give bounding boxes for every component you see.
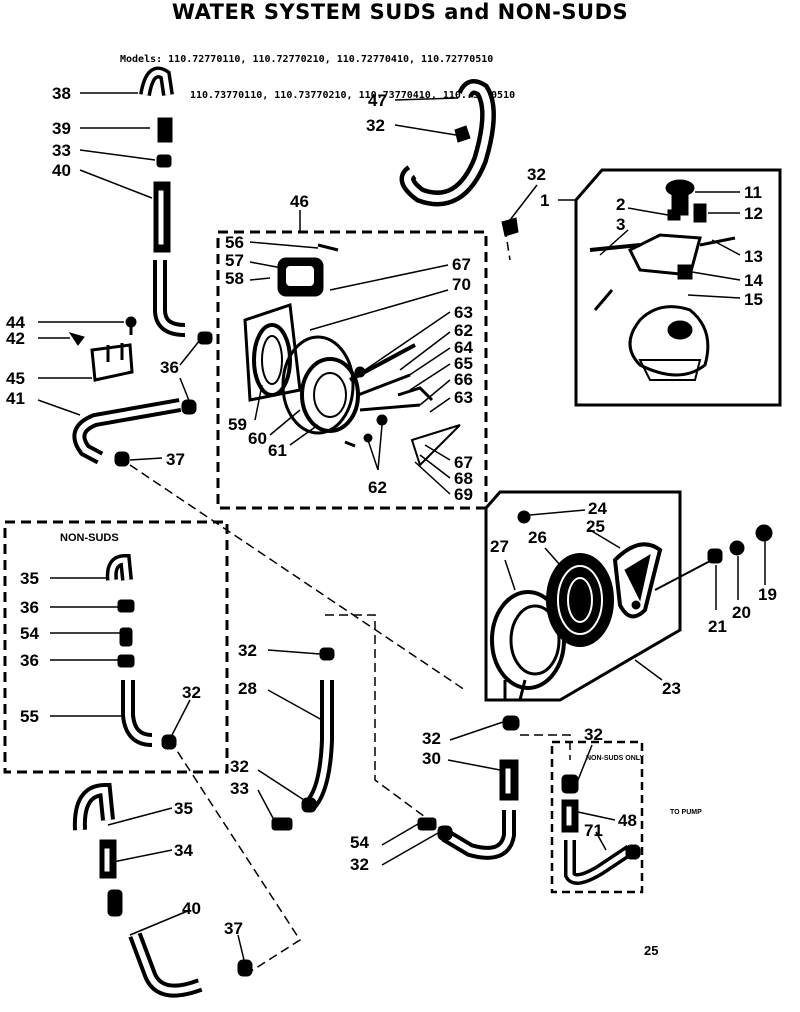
callout-48: 48 xyxy=(618,811,637,830)
callout-40: 40 xyxy=(182,899,201,918)
callout-21: 21 xyxy=(708,617,727,636)
callout-32: 32 xyxy=(230,757,249,776)
callout-27: 27 xyxy=(490,537,509,556)
callout-47: 47 xyxy=(368,91,387,110)
callout-54: 54 xyxy=(20,624,39,643)
page-number: 25 xyxy=(644,943,658,958)
callout-61: 61 xyxy=(268,441,287,460)
callout-46: 46 xyxy=(290,192,309,211)
callout-37: 37 xyxy=(166,450,185,469)
callout-38: 38 xyxy=(52,84,71,103)
callout-35: 35 xyxy=(20,569,39,588)
callout-1: 1 xyxy=(540,191,549,210)
non-suds-parts xyxy=(105,553,177,750)
box-non-suds xyxy=(3,520,229,774)
box-non-suds-only xyxy=(550,740,644,894)
callout-33: 33 xyxy=(52,141,71,160)
to-pump-label: TO PUMP xyxy=(670,809,702,816)
callout-numbers: 38 39 33 40 44 42 45 41 36 37 47 32 32 4… xyxy=(6,84,777,938)
hose-48 xyxy=(561,774,641,885)
callout-44: 44 xyxy=(6,313,25,332)
callout-33: 33 xyxy=(230,779,249,798)
callout-62: 62 xyxy=(368,478,387,497)
suds-pump-parts xyxy=(589,179,736,381)
callout-56: 56 xyxy=(225,233,244,252)
callout-60: 60 xyxy=(248,429,267,448)
callout-63: 63 xyxy=(454,303,473,322)
callout-32: 32 xyxy=(182,683,201,702)
callout-11: 11 xyxy=(744,183,762,202)
callout-26: 26 xyxy=(528,528,547,547)
callout-35: 35 xyxy=(174,799,193,818)
callout-62: 62 xyxy=(454,321,473,340)
callout-41: 41 xyxy=(6,389,25,408)
box-suds-pump xyxy=(574,168,782,407)
callout-59: 59 xyxy=(228,415,247,434)
callout-64: 64 xyxy=(454,338,473,357)
callout-57: 57 xyxy=(225,251,244,270)
callout-15: 15 xyxy=(744,290,763,309)
callout-40: 40 xyxy=(52,161,71,180)
callout-32: 32 xyxy=(584,725,603,744)
hose-30 xyxy=(417,715,520,860)
callout-23: 23 xyxy=(662,679,681,698)
callout-70: 70 xyxy=(452,275,471,294)
callout-30: 30 xyxy=(422,749,441,768)
callout-2: 2 xyxy=(616,195,625,214)
callout-14: 14 xyxy=(744,271,763,290)
callout-12: 12 xyxy=(744,204,763,223)
callout-54: 54 xyxy=(350,833,369,852)
callout-36: 36 xyxy=(20,651,39,670)
suds-valve-parts xyxy=(490,510,773,702)
callout-39: 39 xyxy=(52,119,71,138)
callout-20: 20 xyxy=(732,603,751,622)
non-suds-label: NON-SUDS xyxy=(60,532,119,544)
callout-55: 55 xyxy=(20,707,39,726)
leader-lines xyxy=(37,92,766,961)
callout-68: 68 xyxy=(454,469,473,488)
callout-13: 13 xyxy=(744,247,763,266)
box-valve-assembly xyxy=(216,230,488,510)
callout-65: 65 xyxy=(454,354,473,373)
callout-32: 32 xyxy=(350,855,369,874)
callout-67: 67 xyxy=(454,453,473,472)
callout-34: 34 xyxy=(174,841,193,860)
valve-assembly-parts xyxy=(243,243,461,467)
callout-24: 24 xyxy=(588,499,607,518)
callout-66: 66 xyxy=(454,370,473,389)
callout-69: 69 xyxy=(454,485,473,504)
page-title: WATER SYSTEM SUDS and NON-SUDS xyxy=(171,0,629,24)
hose-28 xyxy=(271,647,335,831)
callout-32: 32 xyxy=(366,116,385,135)
callout-67: 67 xyxy=(452,255,471,274)
callout-42: 42 xyxy=(6,329,25,348)
callout-58: 58 xyxy=(225,269,244,288)
model-line-1: Models: 110.72770110, 110.72770210, 110.… xyxy=(120,54,494,65)
callout-45: 45 xyxy=(6,369,25,388)
callout-37: 37 xyxy=(224,919,243,938)
callout-36: 36 xyxy=(160,358,179,377)
callout-32: 32 xyxy=(527,165,546,184)
callout-28: 28 xyxy=(238,679,257,698)
box-suds-valve xyxy=(484,490,682,702)
hose-47 xyxy=(399,79,519,237)
callout-36: 36 xyxy=(20,598,39,617)
callout-32: 32 xyxy=(238,641,257,660)
hose-assembly-left xyxy=(68,66,213,467)
callout-19: 19 xyxy=(758,585,777,604)
callout-25: 25 xyxy=(586,517,605,536)
callout-63: 63 xyxy=(454,388,473,407)
callout-71: 71 xyxy=(584,821,603,840)
callout-3: 3 xyxy=(616,215,625,234)
callout-32: 32 xyxy=(422,729,441,748)
hose-lower-left xyxy=(72,782,253,998)
non-suds-only-label: NON-SUDS ONLY xyxy=(586,755,644,762)
